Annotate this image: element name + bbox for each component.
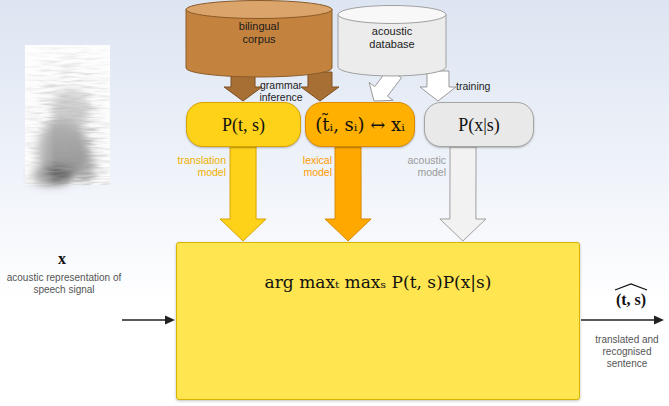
hat-accent	[615, 284, 647, 290]
symbol-label: (t, s)	[598, 291, 664, 309]
symbol-label: x	[40, 250, 84, 268]
spectrogram	[25, 45, 110, 185]
input-arrow	[122, 316, 175, 325]
corpus-cylinder: bilingual corpus	[185, 0, 333, 78]
spectrogram-ground	[25, 45, 110, 185]
node-text: arg maxₜ maxₛ P(t, s)P(x|s)	[265, 271, 492, 293]
block-arrow	[301, 72, 339, 101]
model-box: P(t, s)	[186, 102, 301, 147]
spectrogram-side-fade	[25, 45, 110, 185]
model-label: lexical model	[282, 154, 332, 178]
node-text: bilingual corpus	[228, 20, 290, 46]
model-label: acoustic model	[392, 154, 446, 178]
node-text: acoustic database	[361, 25, 423, 51]
model-box: P(x|s)	[424, 102, 534, 147]
spectrogram-fade	[25, 45, 110, 185]
caption-label: translated and recognised sentence	[588, 334, 666, 370]
spectrogram-noise	[25, 45, 110, 185]
block-arrow	[220, 147, 266, 241]
block-arrow	[420, 71, 456, 101]
process-label: grammar inference	[255, 79, 307, 103]
cylinder-top	[186, 1, 332, 19]
process-label: training	[456, 80, 506, 92]
caption-label: acoustic representation of speech signal	[3, 272, 125, 296]
database-cylinder: acoustic database	[337, 5, 447, 77]
node-text: (t̃ᵢ, sᵢ) ↔ xᵢ	[315, 114, 405, 136]
model-label: translation model	[166, 154, 226, 178]
cylinder-body	[186, 9, 332, 77]
model-box: (t̃ᵢ, sᵢ) ↔ xᵢ	[305, 102, 415, 147]
block-arrow	[440, 147, 486, 241]
decoder-box: arg maxₜ maxₛ P(t, s)P(x|s)	[176, 242, 580, 400]
cylinder-top	[338, 6, 446, 24]
output-arrow	[581, 316, 664, 325]
node-text: P(t, s)	[222, 114, 265, 136]
node-text: P(x|s)	[458, 114, 500, 136]
